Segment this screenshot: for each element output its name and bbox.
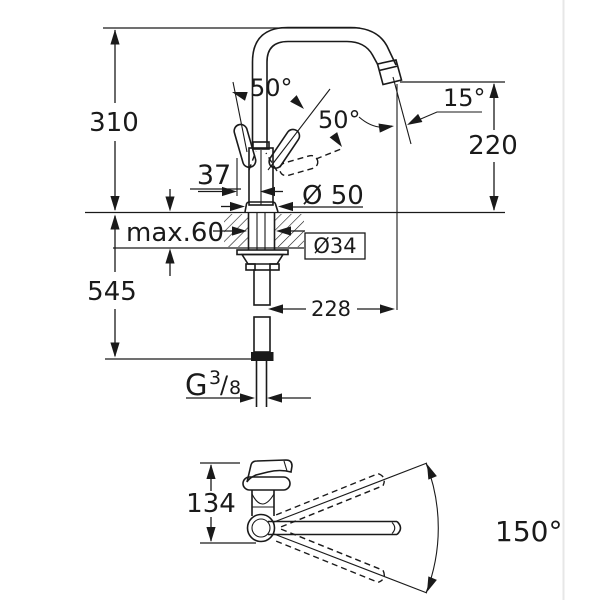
dim-134: 134 <box>186 462 256 544</box>
dim-310: 310 <box>89 27 360 211</box>
thread-denominator: 8 <box>229 377 241 399</box>
dim-o50-label: Ø 50 <box>302 181 364 211</box>
base-escutcheon <box>244 201 279 213</box>
spout-swivel-up-dashed <box>275 472 385 528</box>
supply-hose-upper <box>253 269 271 306</box>
dim-37: 37 <box>190 158 283 197</box>
dim-max60-label: max.60 <box>126 218 224 248</box>
thread-g-label: G <box>185 368 207 402</box>
dim-220-label: 220 <box>468 131 518 161</box>
under-deck-assembly <box>236 212 289 407</box>
dim-diameter-34: Ø34 <box>213 226 366 260</box>
dim-37-label: 37 <box>197 160 231 191</box>
lever-down-position-dashed <box>279 154 319 177</box>
top-view-spout <box>268 520 402 536</box>
dim-thread-g38: G 3 / 8 <box>185 367 311 403</box>
dim-134-label: 134 <box>186 489 236 519</box>
supply-hose-lower <box>253 316 271 353</box>
dim-228: 228 <box>268 297 395 321</box>
dim-max60: max.60 <box>126 189 224 276</box>
angle-50-right-label: 50° <box>318 106 361 134</box>
faucet-body <box>244 141 279 213</box>
hose-fitting <box>251 352 274 361</box>
dim-diameter-50: Ø 50 <box>221 181 364 212</box>
dim-545-label: 545 <box>87 277 137 307</box>
lever-positions <box>233 123 342 177</box>
thread-slash: / <box>220 371 229 399</box>
angle-15-label: 15° <box>443 84 486 112</box>
spout-swivel-down-dashed <box>275 528 385 584</box>
mounting-nut <box>240 253 285 265</box>
angle-150-label: 150° <box>495 515 562 548</box>
swivel-base-inner <box>251 518 271 538</box>
dim-15deg: 15° <box>392 76 486 310</box>
angle-50-left-label: 50° <box>250 74 293 102</box>
dim-150deg: 150° <box>273 462 562 594</box>
lever-left-position <box>233 123 257 169</box>
front-view: 310 545 220 15° 50° 50° <box>85 26 518 407</box>
top-view: 150° 134 <box>186 459 562 594</box>
dim-220: 220 <box>400 81 518 211</box>
swivel-base-outer <box>246 513 276 543</box>
lever-up-position <box>268 128 301 169</box>
aerator-tip <box>376 59 403 86</box>
dim-228-label: 228 <box>311 297 351 321</box>
dim-o34-label: Ø34 <box>313 234 356 258</box>
top-view-escutcheon <box>242 476 291 491</box>
dim-545: 545 <box>87 214 251 360</box>
dim-310-label: 310 <box>89 108 139 138</box>
angle-lines <box>230 81 395 171</box>
thread-numerator: 3 <box>209 367 221 389</box>
top-view-body <box>251 490 275 516</box>
